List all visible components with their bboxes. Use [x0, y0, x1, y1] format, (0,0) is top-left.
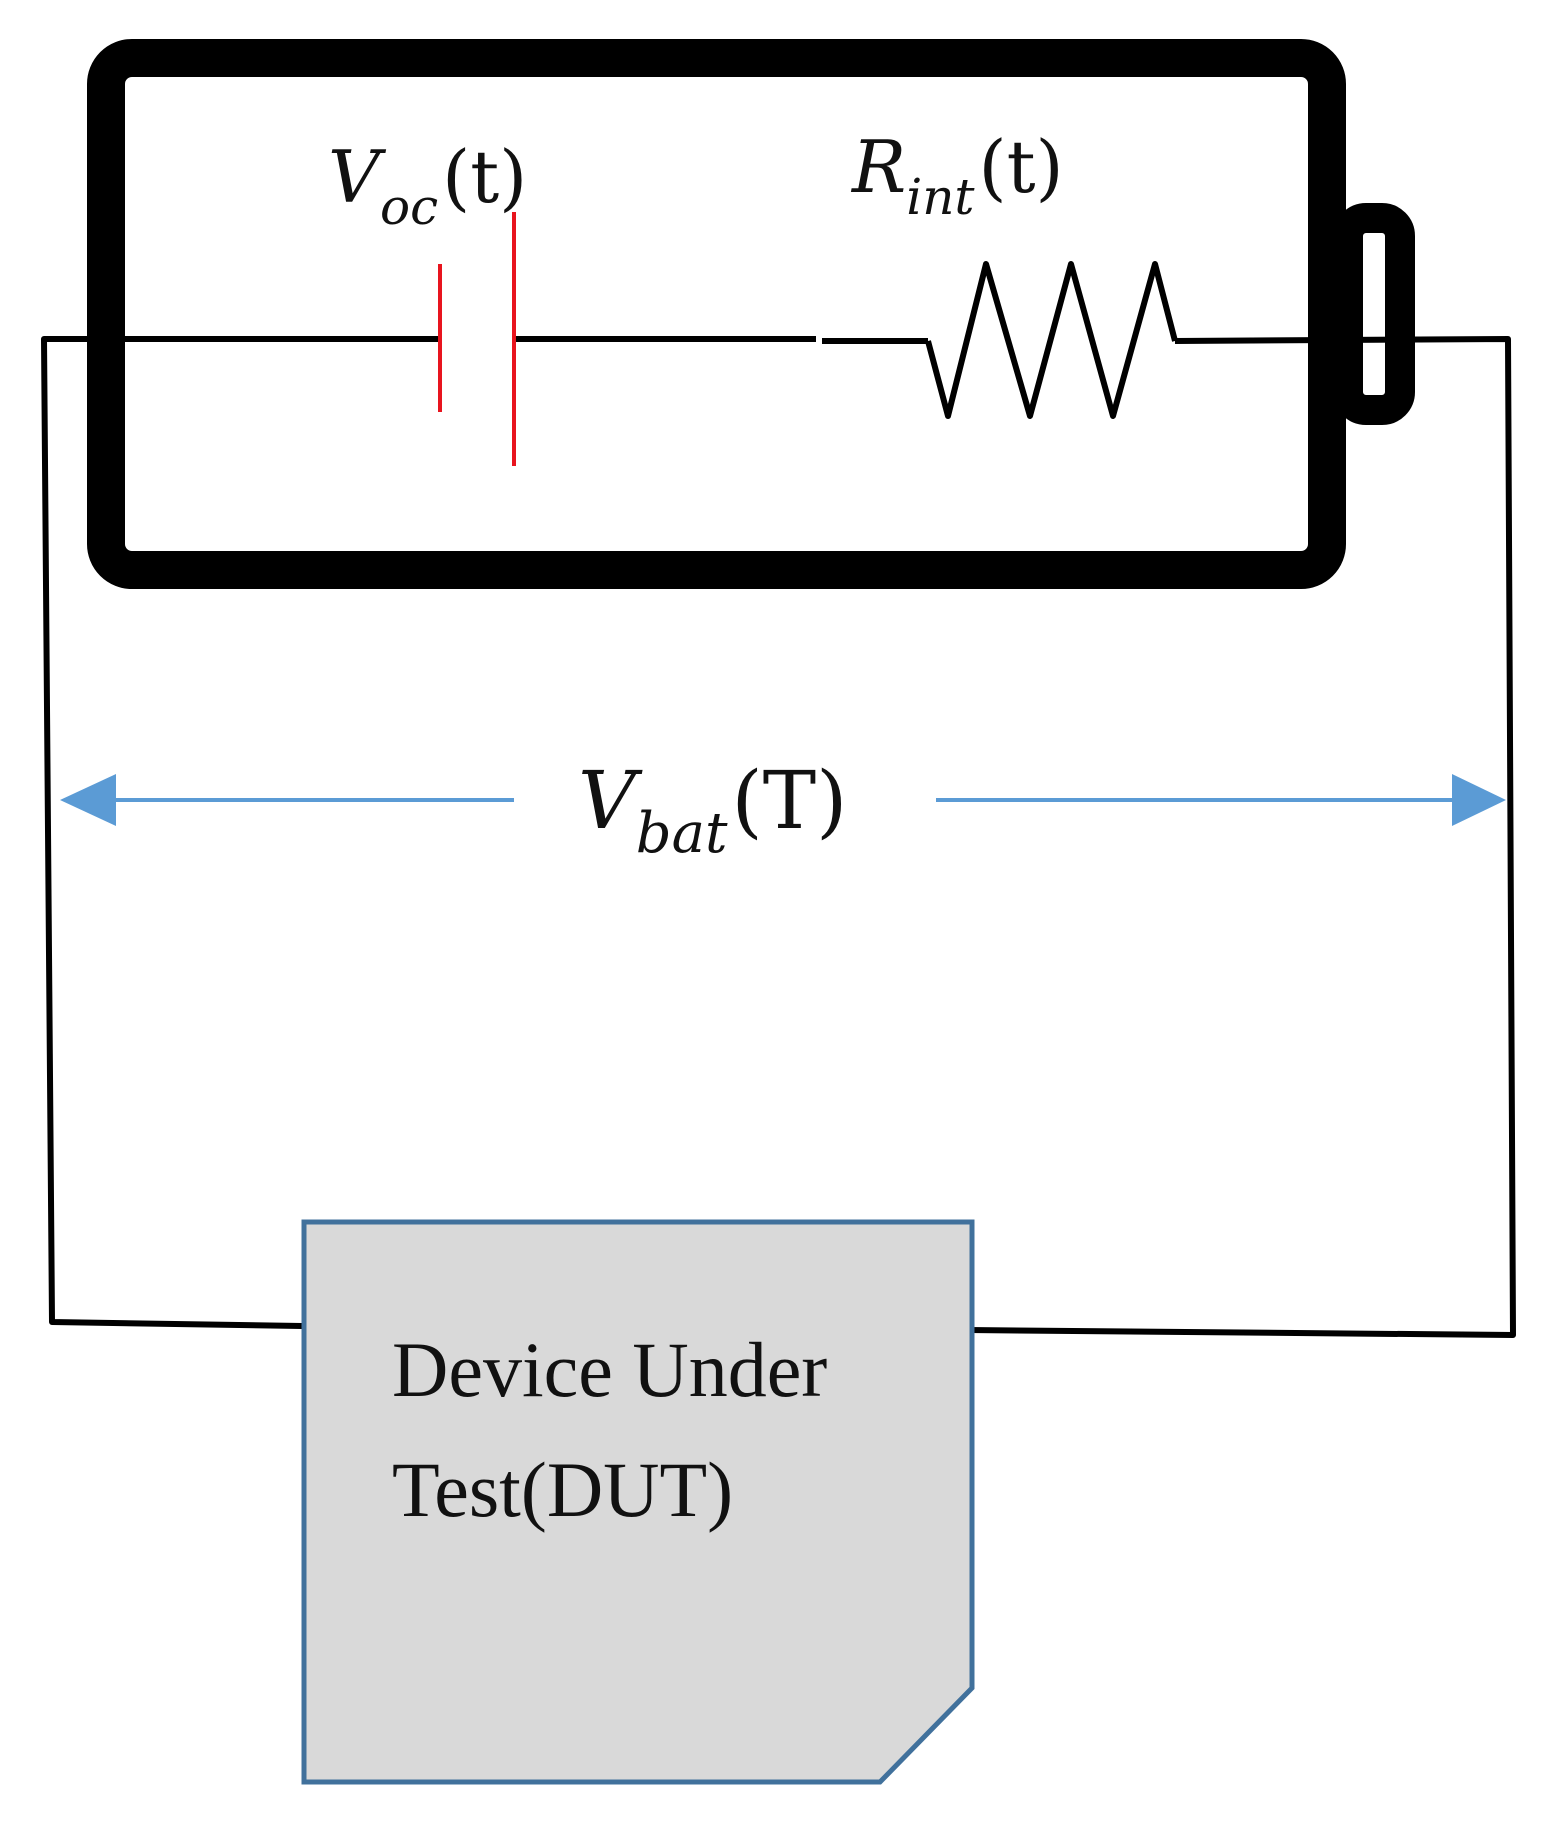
voc-argument: (t)	[442, 135, 527, 219]
right-wire	[967, 336, 1516, 1338]
arrow-right-icon	[1452, 774, 1506, 826]
battery-body	[87, 39, 1346, 589]
left-wire	[41, 336, 440, 1329]
dut-label-line1: Device Under	[392, 1326, 827, 1413]
battery-outline-icon	[87, 39, 1415, 589]
vbat-argument: (T)	[732, 754, 848, 847]
rint-label: Rint(t)	[850, 125, 1064, 226]
arrow-left-icon	[60, 774, 116, 826]
rint-subscript: int	[906, 168, 975, 226]
voc-subscript: oc	[380, 178, 438, 236]
dut-block: Device Under Test(DUT)	[301, 1219, 975, 1785]
dut-shape	[301, 1219, 975, 1785]
circuit-wires	[41, 261, 1516, 1338]
dut-label-line2: Test(DUT)	[392, 1446, 733, 1533]
vbat-subscript: bat	[636, 801, 728, 866]
rint-symbol: R	[850, 125, 906, 209]
voc-label: Voc(t)	[328, 135, 527, 236]
vbat-label: Vbat(T)	[578, 754, 847, 866]
rint-argument: (t)	[979, 125, 1064, 209]
capacitor-symbol-icon	[438, 212, 516, 466]
resistor-symbol-icon	[925, 261, 1178, 419]
voc-symbol: V	[328, 135, 387, 219]
vbat-symbol: V	[578, 754, 643, 847]
battery-terminal-cap	[1333, 203, 1415, 425]
vbat-measurement-arrow	[60, 774, 1506, 826]
